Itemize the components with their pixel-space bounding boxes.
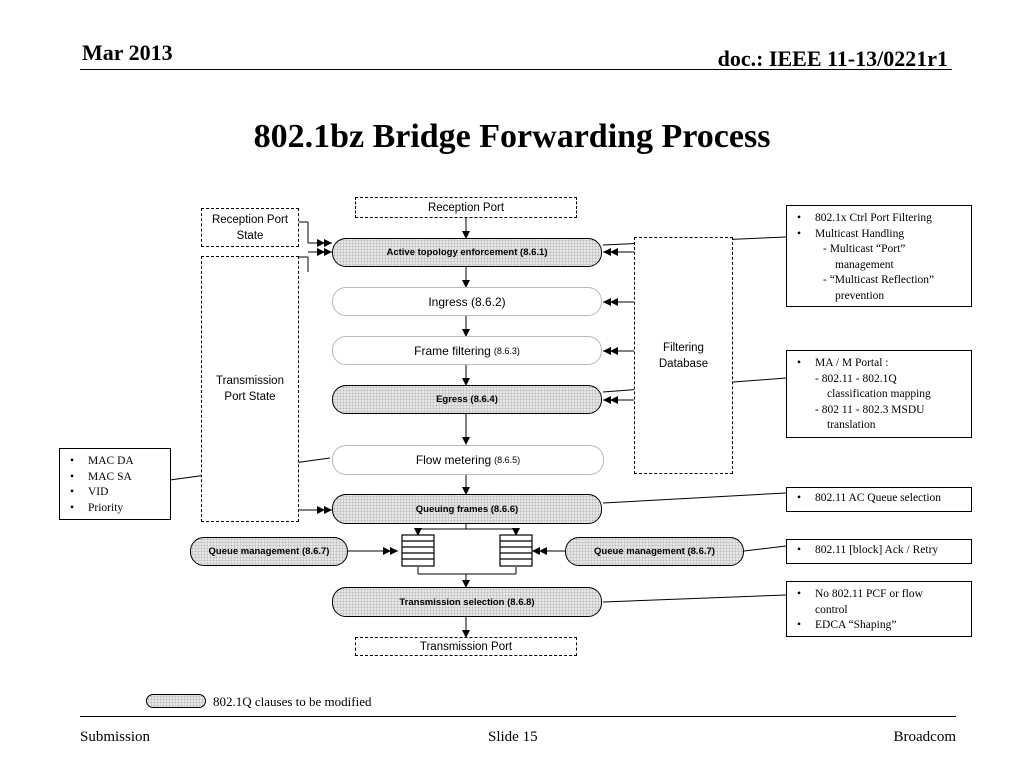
note-mac-fields: MAC DA MAC SA VID Priority [59,448,171,520]
step-queuing-frames: Queuing frames (8.6.6) [332,494,602,524]
step-queue-management-right: Queue management (8.6.7) [565,537,744,566]
reception-port-state-box: Reception Port State [201,208,299,247]
step-ref: (8.6.3) [493,345,520,356]
legend-label: 802.1Q clauses to be modified [213,694,372,709]
footer-rule [80,716,956,717]
note-ack-retry: 802.11 [block] Ack / Retry [786,539,972,564]
step-label: Transmission selection (8.6.8) [399,596,535,608]
note-item: Multicast Handling [795,227,965,243]
note-subitem-cont: prevention [835,289,885,302]
reception-port-label: Reception Port [427,201,505,214]
reception-port-state-label: Reception Port State [211,213,289,242]
step-label: Queuing frames (8.6.6) [415,503,519,515]
reception-port-box: Reception Port [355,197,577,218]
header-date: Mar 2013 [82,40,173,65]
note-pcf-edca: No 802.11 PCF or flow control EDCA “Shap… [786,581,972,637]
queue-icons [401,534,533,567]
step-label: Flow metering [415,453,492,467]
step-frame-filtering: Frame filtering(8.6.3) [332,336,602,365]
filtering-database-label: Filtering Database [658,341,709,370]
note-item: 802.11 AC Queue selection [795,491,965,507]
step-label: Frame filtering [414,343,491,358]
note-subitem: - Multicast “Port” [823,243,906,255]
transmission-port-label: Transmission Port [419,640,513,653]
header-doc-id: doc.: IEEE 11-13/0221r1 [717,46,948,71]
header-rule [80,69,952,70]
note-item: VID [68,485,164,501]
note-item: 802.11 [block] Ack / Retry [795,543,965,559]
step-ref: (8.6.5) [494,455,521,465]
note-item: MA / M Portal : [795,356,965,372]
step-label: Active topology enforcement (8.6.1) [386,247,548,258]
slide-title: 802.1bz Bridge Forwarding Process [253,118,771,155]
step-label: Queue management (8.6.7) [208,546,330,557]
step-label: Queue management (8.6.7) [594,546,715,557]
step-active-topology-enforcement: Active topology enforcement (8.6.1) [332,238,602,267]
transmission-port-state-label: Transmission Port State [216,375,284,403]
step-flow-metering: Flow metering(8.6.5) [332,445,604,475]
note-item: MAC SA [68,470,164,486]
note-subitem-cont: translation [827,419,876,431]
step-egress: Egress (8.6.4) [332,385,602,414]
footer-company: Broadcom [893,729,956,745]
note-subitem-cont: management [835,258,894,271]
step-label: Ingress (8.6.2) [428,294,506,309]
filtering-database-box: Filtering Database [634,237,733,474]
step-queue-management-left: Queue management (8.6.7) [190,537,348,566]
note-ac-queue-selection: 802.11 AC Queue selection [786,487,972,512]
step-transmission-selection: Transmission selection (8.6.8) [332,587,602,617]
footer-submission: Submission [80,729,151,745]
transmission-port-state-box: Transmission Port State [201,256,299,522]
step-ingress: Ingress (8.6.2) [332,287,602,316]
legend-swatch [146,694,206,708]
note-subitem: - “Multicast Reflection” [823,274,935,286]
note-item: Priority [68,501,164,517]
transmission-port-box: Transmission Port [355,637,577,656]
note-subitem: - 802 11 - 802.3 MSDU [815,403,925,416]
note-port-filtering: 802.1x Ctrl Port Filtering Multicast Han… [786,205,972,307]
note-item: MAC DA [68,454,164,470]
note-item-cont: control [815,603,848,616]
note-item: No 802.11 PCF or flow [795,587,965,603]
note-item: EDCA “Shaping” [795,618,965,634]
note-subitem: - 802.11 - 802.1Q [815,372,897,385]
step-label: Egress (8.6.4) [436,394,498,405]
note-item: 802.1x Ctrl Port Filtering [795,211,965,227]
note-ma-m-portal: MA / M Portal : - 802.11 - 802.1Q classi… [786,350,972,438]
note-subitem-cont: classification mapping [827,388,931,400]
footer-slide-number: Slide 15 [488,729,538,745]
